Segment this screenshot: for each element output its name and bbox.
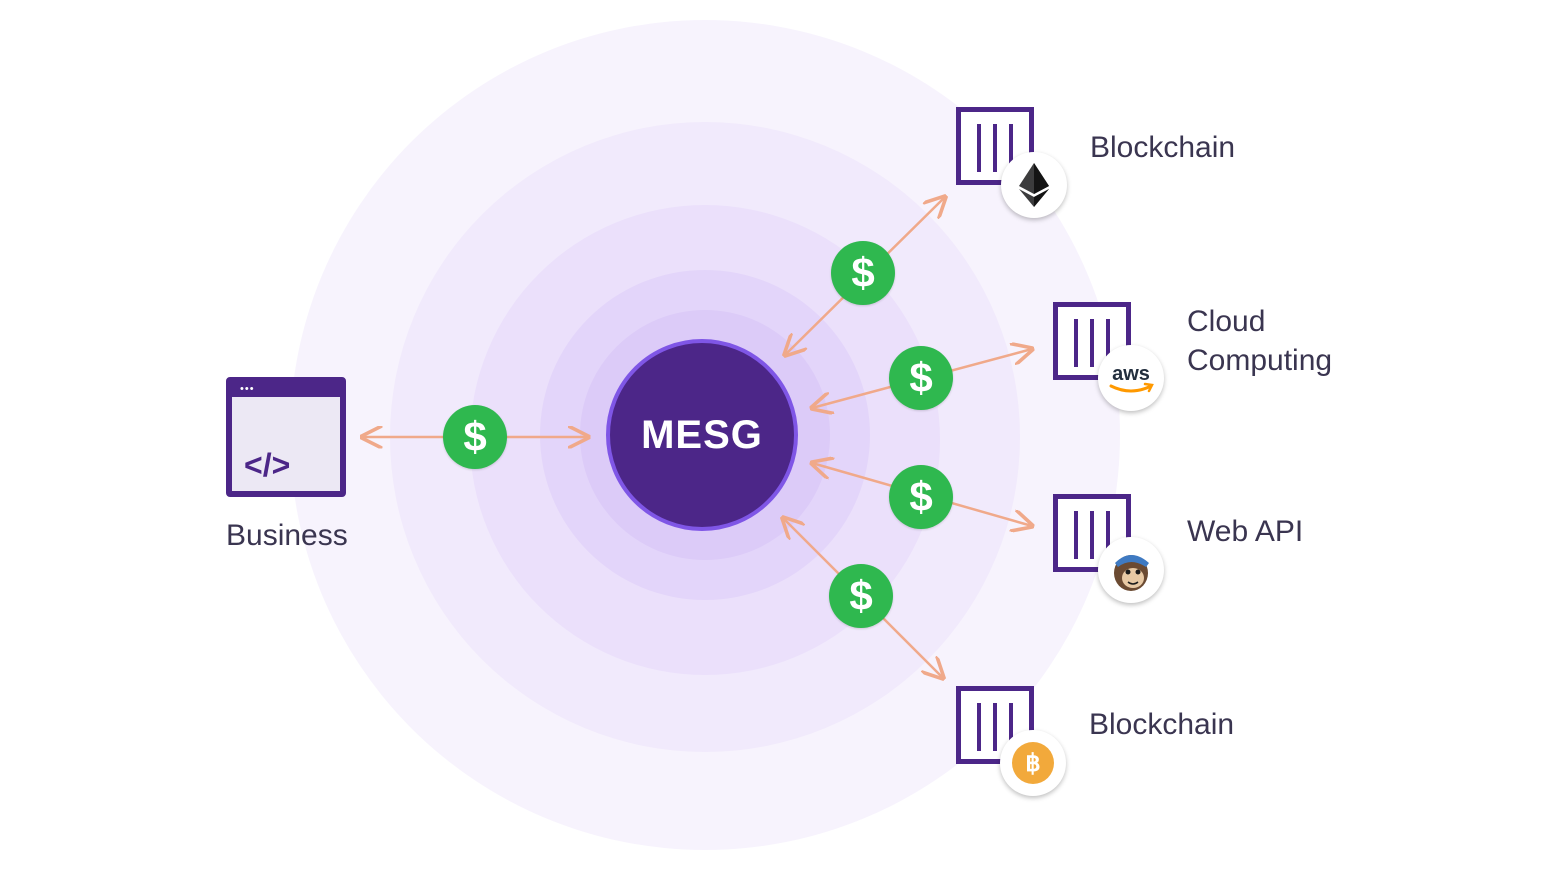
svg-text:฿: ฿	[1025, 750, 1040, 777]
window-title-bar	[232, 383, 340, 397]
dollar-coin-webapi: $	[889, 465, 953, 529]
service-label-blockchain-btc: Blockchain	[1089, 708, 1235, 741]
dollar-coin-blockchain-eth: $	[831, 241, 895, 305]
service-label-webapi: Web API	[1187, 515, 1304, 548]
svg-text:aws: aws	[1112, 363, 1150, 385]
aws-icon: aws	[1098, 345, 1164, 411]
dollar-coin-business: $	[443, 405, 507, 469]
bitcoin-icon: ฿	[1000, 730, 1066, 796]
service-label-blockchain-eth: Blockchain	[1090, 131, 1236, 164]
window-dots: •••	[240, 383, 255, 395]
service-label-cloud-line1: Cloud	[1187, 305, 1266, 338]
business-label: Business	[226, 519, 348, 552]
code-window-icon: ••• </>	[226, 377, 346, 497]
code-glyph: </>	[244, 447, 291, 483]
mesg-hub: MESG	[606, 339, 798, 531]
dollar-coin-cloud: $	[889, 346, 953, 410]
service-label-cloud-line2: Computing	[1187, 344, 1333, 377]
dollar-coin-blockchain-btc: $	[829, 564, 893, 628]
mailchimp-icon	[1098, 537, 1164, 603]
ethereum-icon	[1001, 152, 1067, 218]
